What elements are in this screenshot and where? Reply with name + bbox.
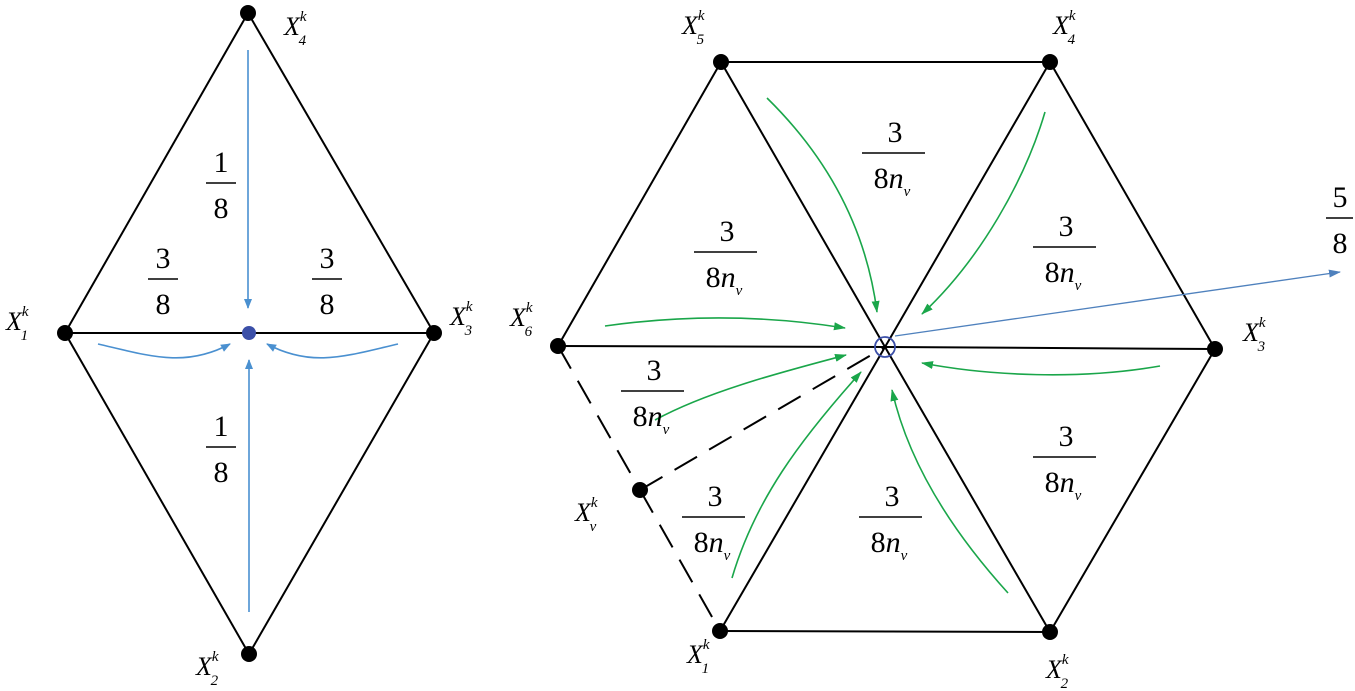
left-vertex-x1 bbox=[57, 325, 73, 341]
green-arrow-from-x4 bbox=[921, 111, 1046, 315]
left-arrow-from-x3 bbox=[266, 343, 399, 359]
green-arrow-from-x6 bbox=[604, 317, 846, 331]
svg-text:3: 3 bbox=[888, 116, 903, 149]
weight-top-triangle: 3 8nv bbox=[862, 116, 925, 200]
weight-lower-right-triangle: 3 8nv bbox=[1033, 420, 1096, 504]
svg-text:3: 3 bbox=[647, 354, 662, 387]
svg-text:3: 3 bbox=[320, 242, 335, 275]
center-weight-label: 5 8 bbox=[1326, 181, 1353, 260]
left-weight-bottom: 1 8 bbox=[206, 410, 236, 489]
svg-text:8nv: 8nv bbox=[1045, 256, 1082, 294]
left-vertex-x4 bbox=[240, 5, 256, 21]
svg-text:8nv: 8nv bbox=[706, 261, 743, 299]
svg-text:3: 3 bbox=[708, 480, 723, 513]
right-spoke-xv bbox=[639, 346, 886, 491]
svg-text:8nv: 8nv bbox=[694, 526, 731, 564]
svg-text:8nv: 8nv bbox=[633, 400, 670, 438]
svg-text:1: 1 bbox=[214, 410, 229, 443]
svg-text:3: 3 bbox=[1059, 420, 1074, 453]
svg-text:8nv: 8nv bbox=[871, 526, 908, 564]
weight-bottom-triangle: 3 8nv bbox=[859, 480, 922, 564]
right-center-vertex bbox=[874, 336, 896, 358]
left-edge-x4-x1 bbox=[64, 12, 249, 334]
weight-lower-left-near-xv: 3 8nv bbox=[621, 354, 684, 438]
left-weight-top: 1 8 bbox=[206, 146, 236, 225]
svg-text:3: 3 bbox=[156, 242, 171, 275]
left-vertex-x3 bbox=[426, 325, 442, 341]
right-vertex-x1 bbox=[712, 623, 728, 639]
weight-upper-right-triangle: 3 8nv bbox=[1033, 210, 1096, 294]
right-spoke-x1 bbox=[719, 346, 886, 632]
right-edge-xv-x1 bbox=[639, 489, 721, 632]
right-edge-x4-x3 bbox=[1049, 61, 1216, 350]
svg-text:3: 3 bbox=[885, 480, 900, 513]
weight-upper-left-triangle: 3 8nv bbox=[694, 215, 757, 299]
right-spoke-x4 bbox=[884, 61, 1051, 348]
right-vertex-x5 bbox=[713, 54, 729, 70]
left-new-edge-point bbox=[242, 326, 256, 340]
right-spoke-x3 bbox=[884, 346, 1216, 350]
green-arrow-from-x3 bbox=[921, 361, 1161, 376]
left-edge-x1-x2 bbox=[64, 332, 250, 655]
right-vertex-x2 bbox=[1042, 624, 1058, 640]
right-edge-x6-xv bbox=[557, 345, 641, 491]
left-weight-right: 3 8 bbox=[312, 242, 342, 321]
green-arrow-from-x5 bbox=[766, 97, 880, 313]
right-spoke-x2 bbox=[884, 346, 1051, 633]
svg-text:3: 3 bbox=[1059, 210, 1074, 243]
right-edge-x6-x5 bbox=[557, 61, 722, 347]
right-vertex-xv bbox=[632, 482, 648, 498]
left-arrow-from-x1 bbox=[97, 343, 231, 359]
left-weight-left: 3 8 bbox=[148, 242, 178, 321]
left-edge-x3-x2 bbox=[248, 332, 435, 655]
green-arrow-from-x1-left bbox=[731, 371, 862, 579]
right-spoke-x6 bbox=[557, 345, 886, 348]
svg-text:8: 8 bbox=[1333, 227, 1348, 260]
right-edge-x2-x1 bbox=[719, 630, 1051, 633]
right-vertex-x6 bbox=[550, 338, 566, 354]
weight-bottom-left-triangle: 3 8nv bbox=[682, 480, 745, 564]
right-vertex-x4 bbox=[1042, 54, 1058, 70]
svg-text:8nv: 8nv bbox=[1045, 466, 1082, 504]
svg-text:8: 8 bbox=[214, 456, 229, 489]
svg-text:8: 8 bbox=[156, 288, 171, 321]
svg-text:5: 5 bbox=[1333, 181, 1348, 214]
green-arrow-from-x2 bbox=[890, 389, 1009, 594]
center-weight-pointer bbox=[894, 269, 1341, 337]
right-edge-x3-x2 bbox=[1049, 348, 1216, 633]
left-edge-x4-x3 bbox=[247, 12, 435, 334]
svg-text:8nv: 8nv bbox=[874, 162, 911, 200]
svg-text:1: 1 bbox=[214, 146, 229, 179]
svg-text:8: 8 bbox=[214, 192, 229, 225]
green-arrow-from-xv bbox=[654, 353, 847, 421]
left-vertex-x2 bbox=[241, 646, 257, 662]
right-spoke-x5 bbox=[720, 61, 886, 348]
svg-text:8: 8 bbox=[320, 288, 335, 321]
right-vertex-x3 bbox=[1207, 341, 1223, 357]
svg-text:3: 3 bbox=[720, 215, 735, 248]
